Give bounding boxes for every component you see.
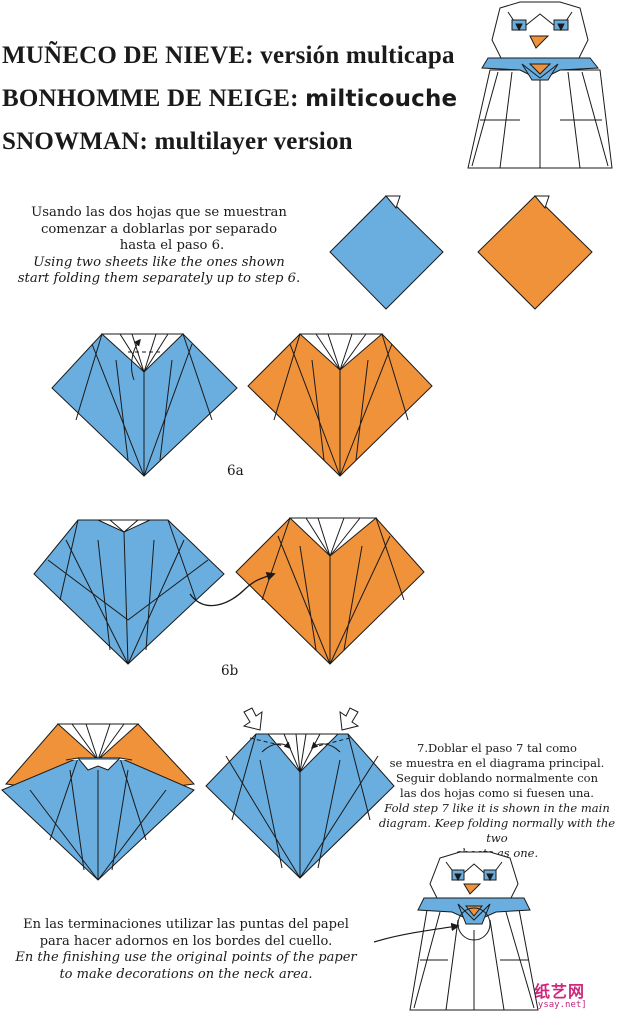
title-english-rest: multilayer version (154, 128, 353, 155)
step-6b-arrow (189, 571, 276, 607)
title-french: BONHOMME DE NEIGE: milticouche (2, 85, 457, 113)
step7-es-line3: Seguir doblando normalmente con (395, 771, 599, 785)
step-7-layered-sheets (1, 723, 196, 881)
step-6a-orange (247, 333, 433, 477)
title-english: SNOWMAN: multilayer version (2, 128, 353, 156)
step-6a-label: 6a (227, 463, 244, 479)
intro-text: Usando las dos hojas que se muestran com… (0, 205, 318, 288)
title-french-rest: milticouche (305, 86, 458, 112)
step-6b-orange (235, 517, 425, 665)
orange-square-sheet (477, 195, 593, 310)
finish-es-line2: para hacer adornos en los bordes del cue… (39, 933, 333, 949)
title-spanish-rest: versión multicapa (260, 42, 455, 69)
finish-pointer-arrow (373, 922, 460, 943)
step-6b-blue (33, 519, 225, 665)
title-spanish: MUÑECO DE NIEVE: versión multicapa (2, 42, 455, 70)
title-spanish-caps: MUÑECO DE NIEVE: (2, 42, 254, 69)
intro-es-line2: comenzar a doblarlas por separado (40, 221, 278, 237)
intro-en-line2: start folding them separately up to step… (17, 271, 301, 286)
step-6b-label: 6b (221, 663, 239, 679)
title-french-caps: BONHOMME DE NEIGE: (2, 85, 299, 112)
push-arrow-right-icon (339, 707, 360, 731)
intro-es-line1: Usando las dos hojas que se muestran (31, 205, 287, 220)
intro-en-line1: Using two sheets like the ones shown (33, 254, 285, 270)
watermark-url: [www.saysay.net] (500, 1000, 587, 1010)
finish-en-line1: En the finishing use the original points… (15, 950, 357, 965)
intro-es-line3: hasta el paso 6. (119, 238, 225, 253)
step7-es-line1: 7.Doblar el paso 7 tal como (417, 741, 577, 755)
finish-text: En las terminaciones utilizar las puntas… (0, 917, 372, 983)
step-6a-blue (51, 333, 238, 477)
step7-es-line2: se muestra en el diagrama principal. (389, 756, 605, 770)
step7-text: 7.Doblar el paso 7 tal como se muestra e… (372, 741, 620, 861)
step7-en-line2: diagram. Keep folding normally with the … (378, 816, 616, 845)
finish-es-line1: En las terminaciones utilizar las puntas… (23, 917, 349, 932)
finish-en-line2: to make decorations on the neck area. (59, 966, 313, 982)
title-english-caps: SNOWMAN: (2, 128, 149, 155)
snowman-top-figure (467, 1, 613, 169)
step-7-fold-diagram (205, 733, 395, 879)
step7-en-line1: Fold step 7 like it is shown in the main (384, 801, 610, 815)
push-arrow-left-icon (242, 707, 263, 731)
snowman-finished-figure (409, 851, 539, 1011)
step7-es-line4: las dos hojas como si fuesen una. (400, 786, 594, 800)
blue-square-sheet (329, 195, 444, 310)
